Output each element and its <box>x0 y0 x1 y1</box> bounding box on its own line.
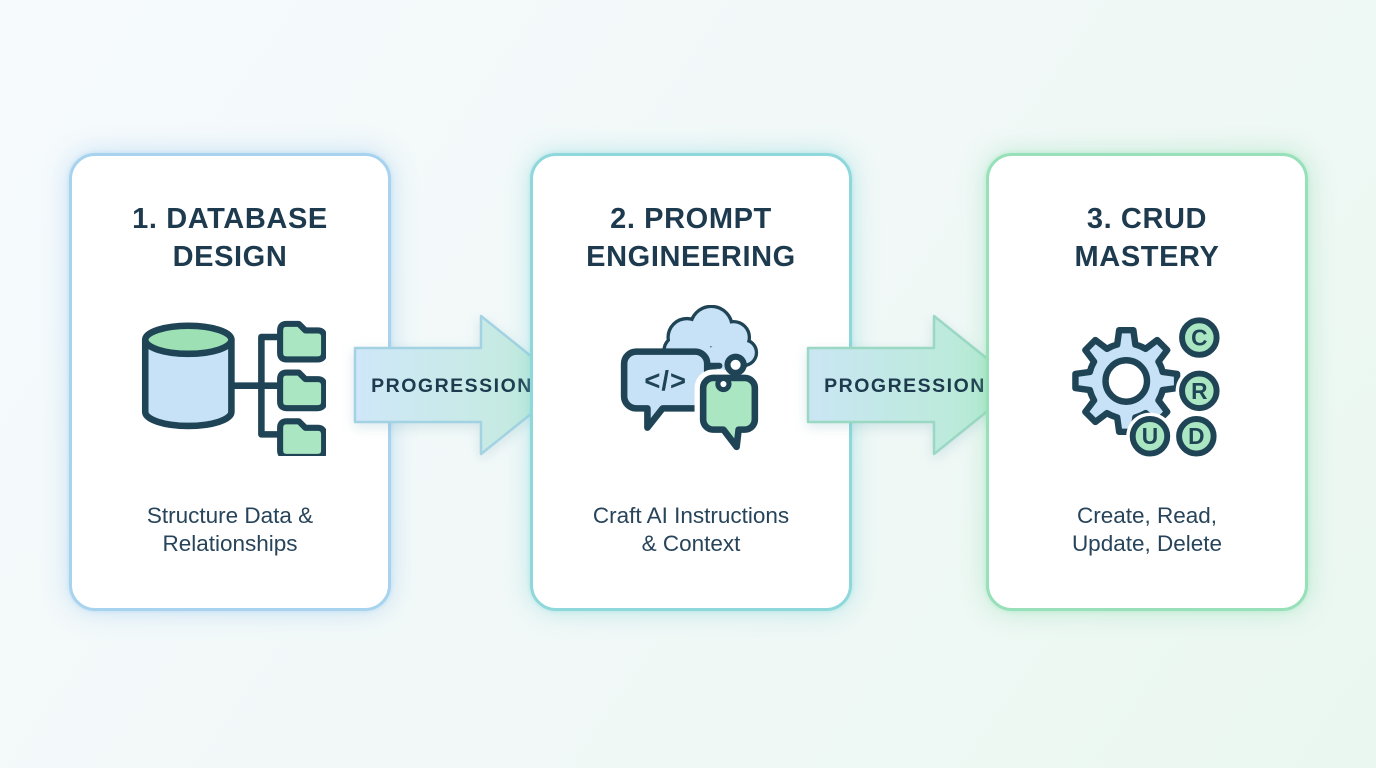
card-title: 2. PROMPT ENGINEERING <box>586 200 796 276</box>
card-title-line1: 3. CRUD <box>1086 203 1208 235</box>
card-subtitle-line1: Create, Read, <box>1076 503 1218 528</box>
crud-badge-r <box>1179 370 1220 412</box>
code-bubble <box>620 348 711 431</box>
crud-letter-r: R <box>1191 378 1207 404</box>
dot-accent-small <box>715 375 732 393</box>
card-title-line1: 1. DATABASE <box>132 203 328 235</box>
reply-bubble <box>694 369 762 456</box>
card-subtitle-line1: Structure Data & <box>146 503 314 528</box>
schema-connector-lines <box>228 333 284 438</box>
crud-badge-d <box>1176 416 1217 457</box>
progression-arrow-2: PROGRESSION <box>806 307 1023 463</box>
card-subtitle-line2: Update, Delete <box>1071 531 1223 556</box>
card-crud-mastery: 3. CRUD MASTERY <box>986 153 1308 611</box>
card-title: 3. CRUD MASTERY <box>1075 200 1220 276</box>
card-title: 1. DATABASE DESIGN <box>132 200 328 276</box>
crud-letter-u: U <box>1142 423 1158 449</box>
block-arrow-shape <box>353 314 569 456</box>
card-subtitle-line1: Craft AI Instructions <box>592 503 790 528</box>
database-cylinder-body <box>141 339 235 430</box>
card-title-line2: ENGINEERING <box>586 241 796 273</box>
crud-letter-c: C <box>1191 324 1207 350</box>
code-glyph: </> <box>644 365 687 396</box>
card-subtitle-line2: & Context <box>641 531 741 556</box>
dot-accent-large <box>724 353 747 376</box>
card-database-design: 1. DATABASE DESIGN Structure Data & <box>69 153 391 611</box>
card-subtitle: Create, Read, Update, Delete <box>1072 502 1222 558</box>
card-title-line2: DESIGN <box>172 241 288 273</box>
progression-arrow-1: PROGRESSION <box>353 307 570 463</box>
database-cylinder-top <box>141 322 235 358</box>
block-arrow-shape <box>806 314 1022 456</box>
database-schema-icon <box>134 306 326 456</box>
card-prompt-engineering: 2. PROMPT ENGINEERING <box>530 153 852 611</box>
code-chat-bubbles-icon: </> <box>620 305 762 456</box>
progression-label: PROGRESSION <box>824 375 986 397</box>
card-subtitle: Structure Data & Relationships <box>147 502 313 558</box>
progression-label: PROGRESSION <box>371 375 533 397</box>
gear-crud-badges-icon: C R U D <box>1067 306 1227 458</box>
crud-badge-c <box>1179 317 1220 358</box>
crud-badge-u <box>1129 416 1171 457</box>
card-subtitle: Craft AI Instructions & Context <box>593 502 789 558</box>
card-subtitle-line2: Relationships <box>162 531 298 556</box>
card-title-line2: MASTERY <box>1074 241 1220 273</box>
card-title-line1: 2. PROMPT <box>610 203 772 235</box>
crud-letter-d: D <box>1188 423 1204 449</box>
crud-letter-badges: C R U D <box>1126 313 1224 458</box>
folder-icons <box>277 320 326 456</box>
gear-icon <box>1072 326 1181 436</box>
